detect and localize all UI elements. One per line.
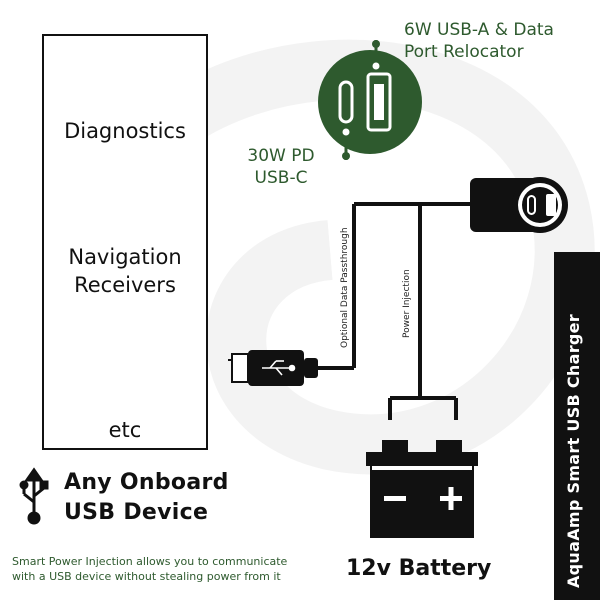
navigation-label: Navigation: [68, 245, 182, 269]
brand-bar: [554, 252, 600, 600]
battery-label: 12v Battery: [346, 556, 492, 581]
usb-plug-icon: [228, 350, 318, 386]
battery-icon: [366, 440, 478, 538]
etc-label: etc: [108, 418, 142, 442]
power-injection-label: Power Injection: [402, 269, 412, 338]
usb-symbol-icon: [19, 467, 49, 525]
relocator-port-icon: [318, 40, 422, 160]
usb-device-label: USB Device: [64, 500, 209, 525]
charger-icon: [470, 177, 568, 233]
relocator-label-line-1: 6W USB-A & Data: [404, 20, 554, 40]
pd-label-line-2: USB-C: [254, 168, 308, 188]
any-onboard-label: Any Onboard: [64, 470, 229, 495]
diagnostics-label: Diagnostics: [64, 119, 186, 143]
relocator-label-line-2: Port Relocator: [404, 42, 524, 62]
brand-text: AquaAmp Smart USB Charger: [564, 314, 583, 588]
optional-passthrough-label: Optional Data Passthrough: [340, 227, 350, 348]
pd-label-line-1: 30W PD: [247, 146, 315, 166]
caption-line-1: Smart Power Injection allows you to comm…: [12, 555, 288, 568]
receivers-label: Receivers: [74, 273, 176, 297]
wires: [318, 202, 470, 420]
caption-line-2: with a USB device without stealing power…: [12, 570, 281, 583]
device-panel: [42, 34, 208, 450]
